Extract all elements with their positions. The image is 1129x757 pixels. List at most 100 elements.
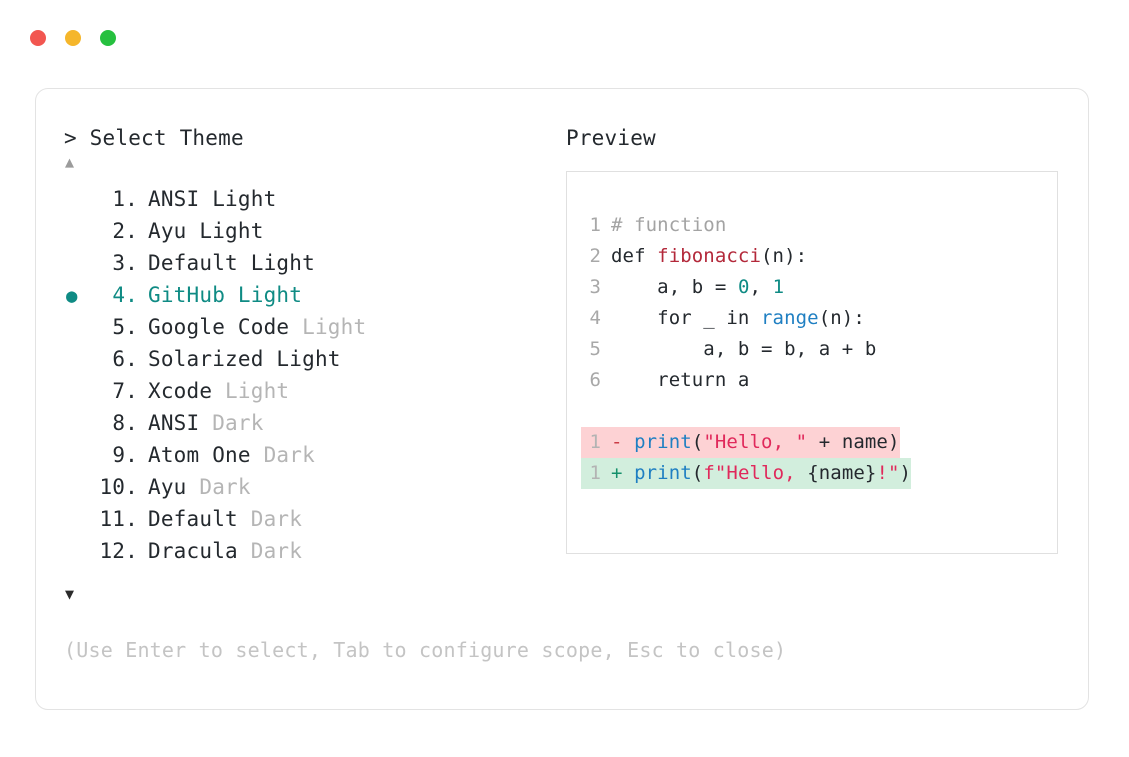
theme-item-index: 3. [112,251,138,275]
theme-list-item[interactable]: ●7.Xcode Light [64,375,534,407]
theme-item-mode: Light [289,315,367,339]
code-token: , [749,276,773,298]
line-number: 1 [589,214,601,236]
maximize-dot[interactable] [100,30,116,46]
theme-selector-card: > Select Theme ▲ ●1.ANSI Light●2.Ayu Lig… [35,88,1089,710]
code-line: 4 for _ in range(n): [581,303,1057,334]
code-token [623,462,635,484]
theme-list-item[interactable]: ● 12. Dracula Dark [64,535,534,567]
code-token: (n): [818,307,865,329]
theme-list-item[interactable]: ●8.ANSI Dark [64,407,534,439]
code-content: return a [611,365,749,396]
code-token: ) [899,462,912,484]
theme-item-name: ANSI [148,411,200,435]
theme-item-name: Default [148,507,238,531]
theme-item-mode: Dark [237,507,303,531]
code-token: print [634,431,692,453]
theme-item-name: GitHub [148,283,226,307]
code-token: fibonacci [657,245,762,267]
theme-item-index: 12. [99,539,138,563]
theme-list: ● 1. ANSI Light ● 2. Ayu Light ● 3. Default Ligh… [64,183,534,567]
code-content: a, b = b, a + b [611,334,876,365]
theme-item-index: 7. [112,379,138,403]
code-token: for _ in [611,307,762,329]
theme-item-name: Atom One [148,443,251,467]
bullet-placeholder: ● [64,376,92,408]
theme-item-mode: Light [225,283,303,307]
keyboard-hint: (Use Enter to select, Tab to configure s… [64,638,787,662]
bullet-placeholder: ● [64,504,92,536]
theme-item-mode: Light [186,219,264,243]
theme-item-index: 9. [112,443,138,467]
preview-label: Preview [566,126,656,150]
theme-list-item[interactable]: ●6.Solarized Light [64,343,534,375]
code-token: return a [611,369,750,391]
code-token: 0 [737,276,750,298]
theme-item-mode: Dark [199,411,264,435]
bullet-placeholder: ● [64,440,92,472]
selected-bullet-icon: ● [66,285,78,307]
code-token: a, b = b, a + b [611,338,877,360]
bullet-placeholder: ● [64,536,92,568]
theme-item-mode: Light [199,187,277,211]
diff-content: + print(f"Hello, {name}!") [611,458,912,489]
code-spacer [581,396,1057,427]
line-number: 2 [589,245,601,267]
diff-sign: + [611,462,623,484]
code-line: 2 def fibonacci(n): [581,241,1057,272]
bullet-placeholder: ● [64,248,92,280]
close-dot[interactable] [30,30,46,46]
window-traffic-lights [30,30,116,46]
theme-item-index: 2. [112,219,138,243]
diff-added-line: 1+ print(f"Hello, {name}!") [581,458,1057,489]
theme-item-index: 5. [112,315,138,339]
code-token: # function [611,214,727,236]
bullet-placeholder: ● [64,472,92,504]
minimize-dot[interactable] [65,30,81,46]
theme-list-item[interactable]: ●3.Default Light [64,247,534,279]
code-token: ( [691,431,704,453]
theme-list-item[interactable]: ● 1. ANSI Light [64,183,534,215]
theme-item-mode: Dark [186,475,251,499]
diff-content: - print("Hello, " + name) [611,427,900,458]
bullet-placeholder: ● [64,312,92,344]
theme-list-item[interactable]: ● 11. Default Dark [64,503,534,535]
code-token: def [611,245,658,267]
diff-removed-line: 1- print("Hello, " + name) [581,427,1057,458]
theme-item-index: 1. [112,187,138,211]
code-content: def fibonacci(n): [611,241,807,272]
code-line: 1 # function [581,210,1057,241]
theme-list-item[interactable]: ● 9. Atom One Dark [64,439,534,471]
code-token: ( [691,462,704,484]
theme-list-item[interactable]: ●4.GitHub Light [64,279,534,311]
bullet-placeholder: ● [64,184,92,216]
theme-item-name: ANSI [148,187,200,211]
theme-item-index: 11. [99,507,138,531]
theme-item-mode: Light [237,251,315,275]
theme-item-mode: Dark [237,539,303,563]
theme-list-item[interactable]: ●2.Ayu Light [64,215,534,247]
line-number: 6 [589,369,601,391]
theme-item-mode: Light [212,379,290,403]
code-line: 3 a, b = 0, 1 [581,272,1057,303]
scroll-up-icon[interactable]: ▲ [65,153,75,171]
code-content: for _ in range(n): [611,303,865,334]
theme-item-mode: Dark [250,443,315,467]
theme-list-item[interactable]: ●5.Google Code Light [64,311,534,343]
theme-item-index: 10. [99,475,138,499]
line-number: 5 [589,338,601,360]
theme-item-name: Dracula [148,539,238,563]
theme-item-index: 8. [112,411,138,435]
theme-item-name: Ayu [148,475,187,499]
scroll-down-icon[interactable]: ▼ [65,585,75,603]
code-token: print [634,462,692,484]
code-line: 6 return a [581,365,1057,396]
code-content: a, b = 0, 1 [611,272,784,303]
theme-item-name: Ayu [148,219,187,243]
code-token: "Hello, " [703,431,808,453]
diff-sign: - [611,431,623,453]
code-token [623,431,635,453]
code-token: 1 [772,276,785,298]
theme-list-item[interactable]: ● 10. Ayu Dark [64,471,534,503]
